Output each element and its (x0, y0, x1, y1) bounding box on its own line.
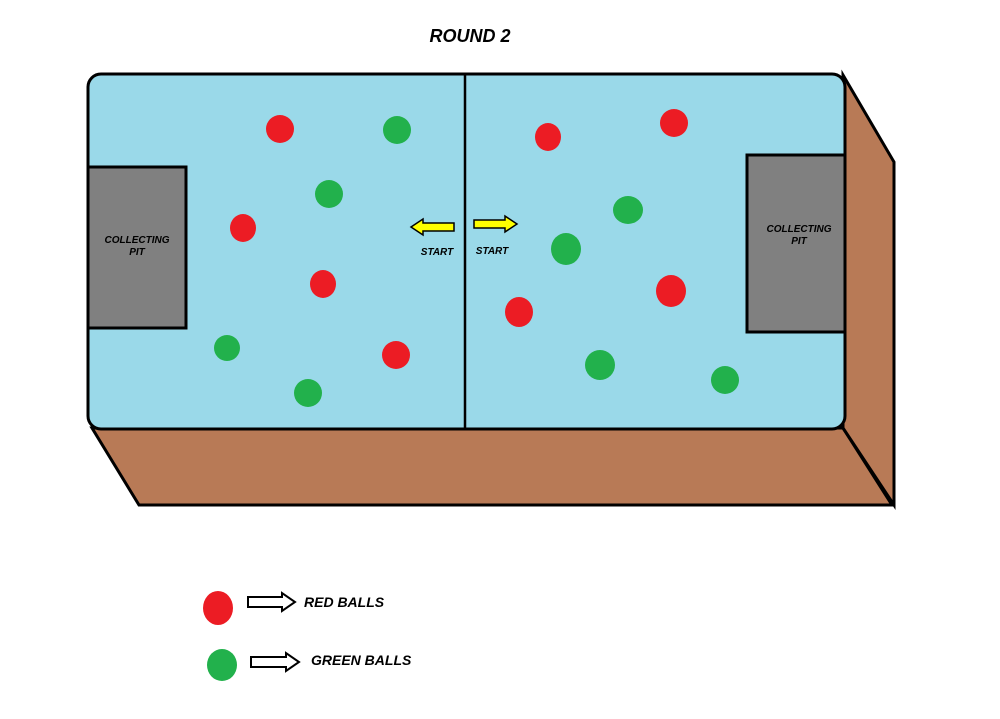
right-start-marker: START (473, 214, 519, 257)
legend-green-ball-icon (207, 649, 237, 681)
legend-green-item: GREEN BALLS (207, 649, 412, 681)
green-ball (294, 379, 322, 407)
legend-green-label: GREEN BALLS (311, 652, 412, 668)
left-start-marker: START (409, 217, 455, 258)
arena-front-face (89, 426, 895, 507)
right-start-label: START (476, 246, 509, 257)
arena-right-face (841, 69, 896, 510)
red-ball (505, 297, 533, 327)
red-ball (310, 270, 336, 298)
legend-red-item: RED BALLS (203, 591, 385, 625)
left-start-label: START (421, 247, 454, 258)
diagram-title: ROUND 2 (429, 26, 510, 46)
red-ball (535, 123, 561, 151)
red-ball (266, 115, 294, 143)
right-collecting-pit: COLLECTING PIT (745, 153, 847, 334)
left-pit-label-line2: PIT (129, 247, 145, 258)
green-ball (551, 233, 581, 265)
green-ball (711, 366, 739, 394)
green-ball (383, 116, 411, 144)
red-ball (382, 341, 410, 369)
green-ball (585, 350, 615, 380)
right-pit-box (745, 153, 847, 334)
left-pit-box (86, 165, 188, 330)
left-collecting-pit: COLLECTING PIT (86, 165, 188, 330)
green-ball (613, 196, 643, 224)
right-half-balls (505, 109, 739, 394)
red-ball (660, 109, 688, 137)
red-ball (230, 214, 256, 242)
left-pit-label-line1: COLLECTING (105, 235, 170, 246)
green-ball (214, 335, 240, 361)
legend-red-label: RED BALLS (304, 594, 385, 610)
outline-right-arrow-icon (247, 591, 297, 613)
right-pit-label-line2: PIT (791, 236, 807, 247)
right-start-arrow-icon (473, 214, 519, 234)
legend-red-ball-icon (203, 591, 233, 625)
left-half-balls (214, 115, 411, 407)
legend: RED BALLS GREEN BALLS (203, 591, 412, 681)
right-pit-label-line1: COLLECTING (767, 224, 832, 235)
green-ball (315, 180, 343, 208)
red-ball (656, 275, 686, 307)
left-start-arrow-icon (409, 217, 455, 237)
outline-right-arrow-icon (250, 651, 301, 673)
